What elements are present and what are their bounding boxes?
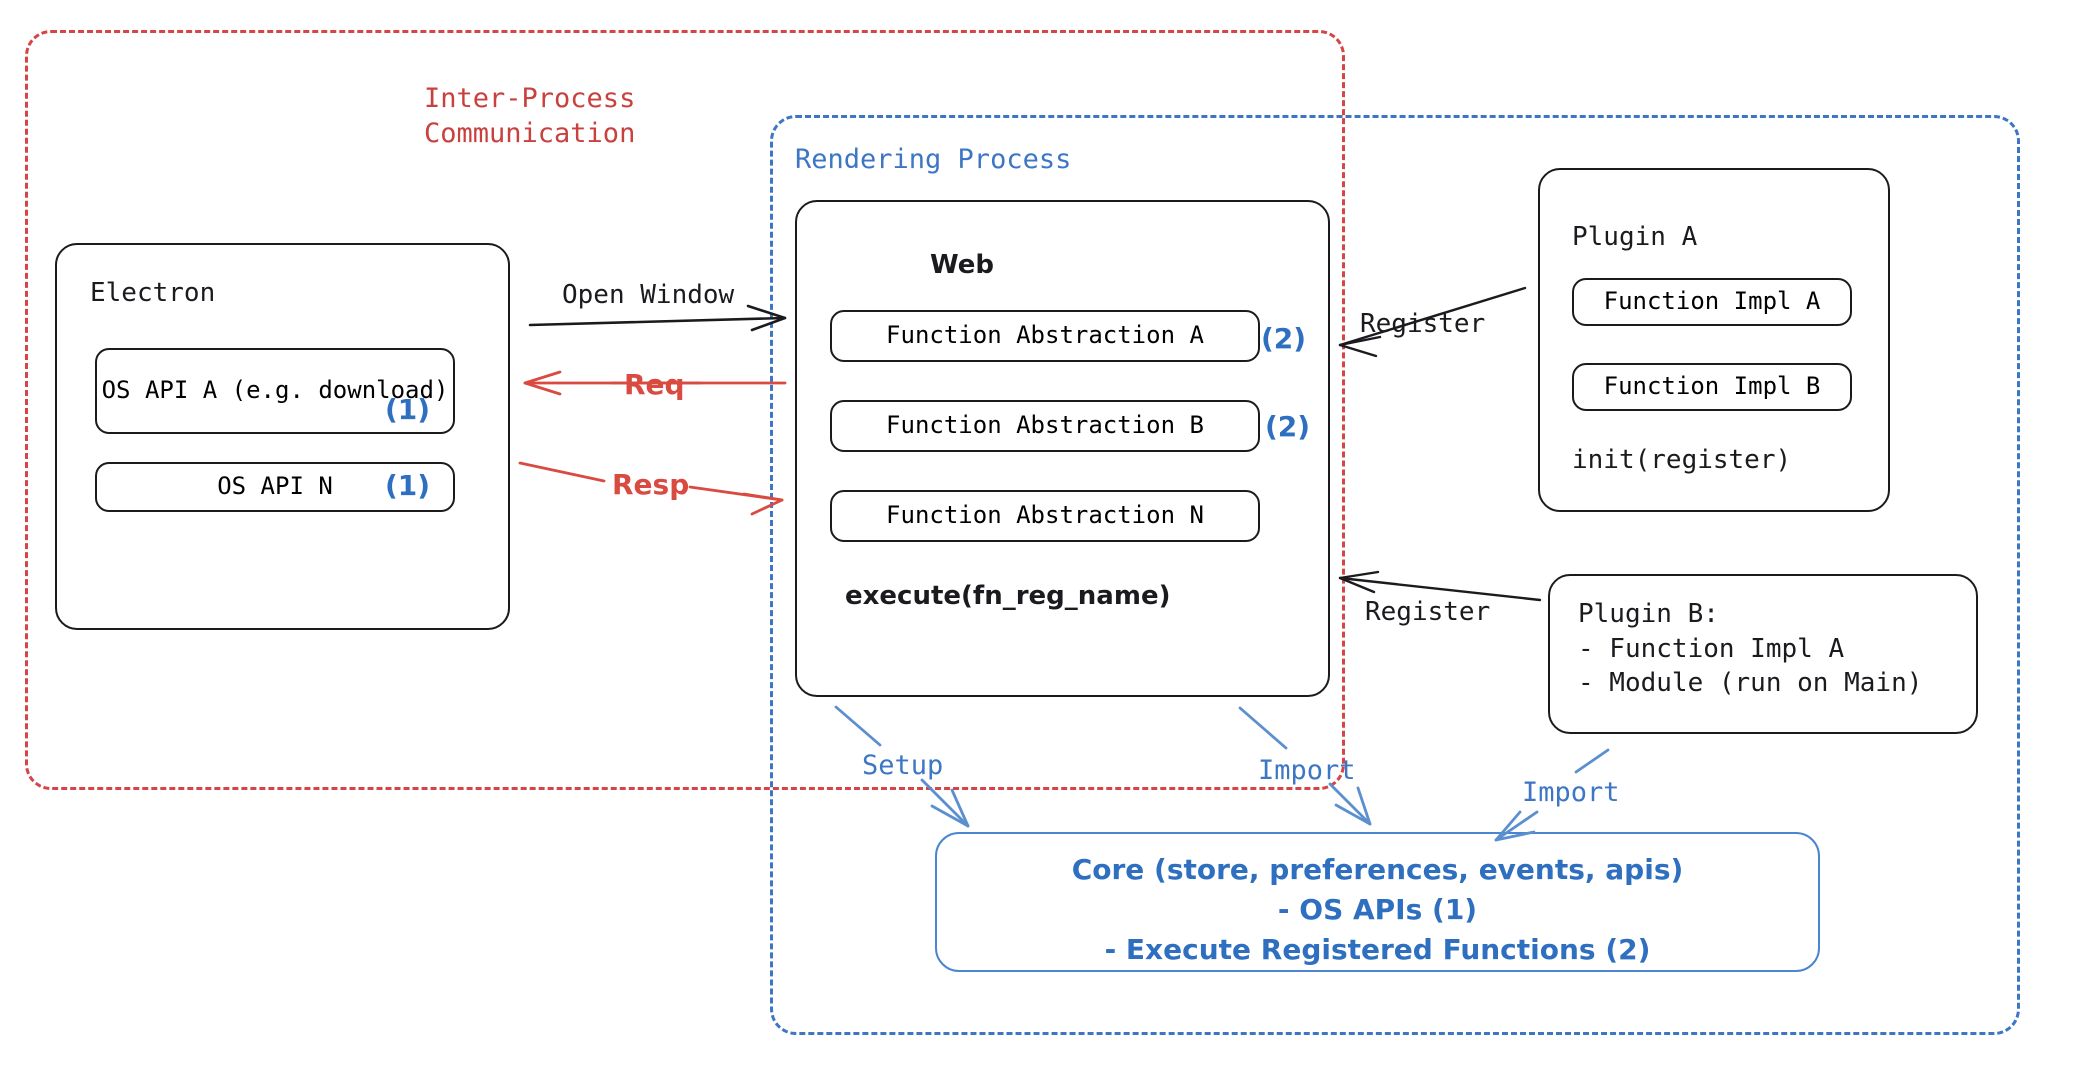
arrow-label-open-window: Open Window: [562, 280, 735, 310]
node-os-api-a[interactable]: OS API A (e.g. download): [95, 348, 455, 434]
node-function-abstraction-a[interactable]: Function Abstraction A: [830, 310, 1260, 362]
node-electron-title: Electron: [90, 278, 216, 308]
node-electron[interactable]: [55, 243, 510, 630]
arrow-label-resp: Resp: [612, 468, 690, 501]
badge-function-abstraction-b: (2): [1265, 410, 1311, 443]
node-plugin-b-text: Plugin B: - Function Impl A - Module (ru…: [1578, 599, 1923, 699]
node-web-title: Web: [930, 250, 994, 280]
group-title-ipc: Inter-Process Communication: [424, 83, 636, 149]
node-function-impl-b[interactable]: Function Impl B: [1572, 363, 1852, 411]
node-function-abstraction-b[interactable]: Function Abstraction B: [830, 400, 1260, 452]
arrow-label-import-plugin-b: Import: [1522, 777, 1620, 808]
arrow-label-setup: Setup: [862, 750, 944, 781]
badge-function-abstraction-a: (2): [1261, 322, 1307, 355]
arrow-label-import-web: Import: [1258, 755, 1356, 786]
node-core[interactable]: [935, 832, 1820, 972]
arrow-label-register-plugin-a: Register: [1360, 309, 1486, 339]
node-plugin-b[interactable]: [1548, 574, 1978, 734]
group-rendering-process: [770, 115, 2020, 1035]
group-inter-process-communication: [25, 30, 1345, 790]
node-function-abstraction-n[interactable]: Function Abstraction N: [830, 490, 1260, 542]
arrow-label-req: Req: [624, 368, 685, 401]
node-os-api-n[interactable]: OS API N: [95, 462, 455, 512]
node-plugin-a-footer: init(register): [1572, 445, 1792, 475]
node-plugin-a-title: Plugin A: [1572, 222, 1698, 252]
node-plugin-a[interactable]: [1538, 168, 1890, 512]
badge-os-api-a: (1): [385, 393, 431, 426]
node-web-footer: execute(fn_reg_name): [845, 581, 1171, 611]
badge-os-api-n: (1): [385, 469, 431, 502]
arrow-label-register-plugin-b: Register: [1365, 597, 1491, 627]
node-function-impl-a[interactable]: Function Impl A: [1572, 278, 1852, 326]
node-core-text: Core (store, preferences, events, apis) …: [1071, 853, 1684, 966]
group-title-rendering-process: Rendering Process: [795, 144, 1072, 175]
